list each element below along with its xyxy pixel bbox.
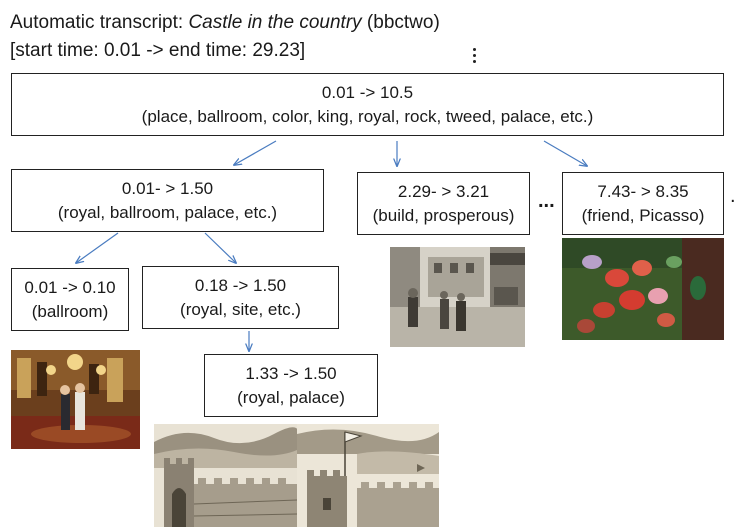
node-seg-b: 2.29- > 3.21 (build, prosperous) bbox=[357, 172, 530, 235]
node-seg-c-keywords: (friend, Picasso) bbox=[581, 205, 705, 225]
sibling-ellipsis: ... bbox=[538, 190, 555, 212]
transcript-time-range: [start time: 0.01 -> end time: 29.23] bbox=[10, 40, 306, 61]
market-engraving bbox=[390, 247, 525, 347]
arrow-seg-a-to-seg-a2 bbox=[204, 232, 236, 263]
node-seg-c: 7.43- > 8.35 (friend, Picasso) bbox=[562, 172, 724, 235]
node-seg-a1-keywords: (ballroom) bbox=[31, 301, 109, 321]
node-seg-a2a-time: 1.33 -> 1.50 bbox=[245, 363, 337, 383]
node-root: 0.01 -> 10.5 (place, ballroom, color, ki… bbox=[11, 73, 724, 136]
node-seg-a2-time: 0.18 -> 1.50 bbox=[194, 275, 287, 295]
arrow-root-to-seg-c bbox=[543, 140, 587, 166]
node-seg-a1-time: 0.01 -> 0.10 bbox=[24, 277, 116, 297]
node-seg-c-time: 7.43- > 8.35 bbox=[597, 181, 689, 201]
node-seg-a-keywords: (royal, ballroom, palace, etc.) bbox=[57, 202, 278, 222]
node-seg-a1: 0.01 -> 0.10 (ballroom) bbox=[11, 268, 129, 331]
flowers-painting bbox=[562, 238, 724, 340]
node-seg-b-time: 2.29- > 3.21 bbox=[397, 181, 490, 201]
node-seg-b-keywords: (build, prosperous) bbox=[372, 205, 515, 225]
channel-name: (bbctwo) bbox=[361, 12, 440, 33]
node-seg-a-time: 0.01- > 1.50 bbox=[121, 178, 214, 198]
arrow-root-to-seg-a bbox=[234, 140, 277, 165]
arrow-seg-a-to-seg-a1 bbox=[76, 232, 119, 263]
trailing-dot: . bbox=[730, 185, 736, 207]
program-name: Castle in the country bbox=[188, 12, 362, 33]
node-root-keywords: (place, ballroom, color, king, royal, ro… bbox=[141, 106, 594, 126]
castle-sketch-2 bbox=[297, 424, 439, 527]
ballroom-photo bbox=[11, 350, 140, 449]
node-seg-a2-keywords: (royal, site, etc.) bbox=[180, 299, 301, 319]
vertical-ellipsis-icon bbox=[470, 48, 478, 70]
castle-sketch-1 bbox=[154, 424, 297, 527]
node-seg-a2: 0.18 -> 1.50 (royal, site, etc.) bbox=[142, 266, 339, 329]
transcript-title-prefix: Automatic transcript: bbox=[10, 12, 189, 33]
transcript-title: Automatic transcript: Castle in the coun… bbox=[10, 12, 440, 34]
node-seg-a2a: 1.33 -> 1.50 (royal, palace) bbox=[204, 354, 378, 417]
node-seg-a2a-keywords: (royal, palace) bbox=[237, 387, 345, 407]
node-root-time: 0.01 -> 10.5 bbox=[321, 82, 414, 102]
node-seg-a: 0.01- > 1.50 (royal, ballroom, palace, e… bbox=[11, 169, 324, 232]
